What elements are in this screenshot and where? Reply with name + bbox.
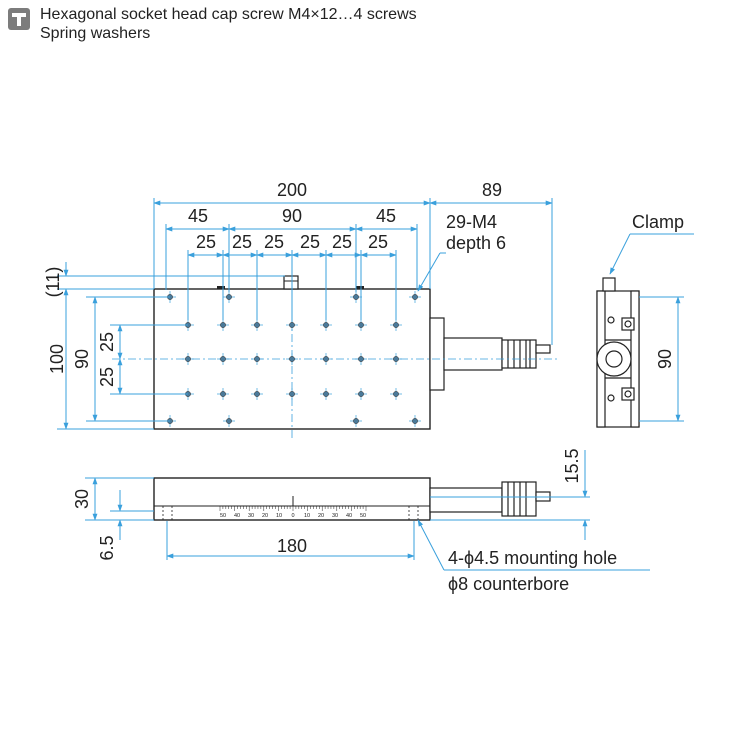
dim-side-90: 90 [655,349,675,369]
tapped-hole [223,291,235,303]
tapped-hole [320,353,332,365]
scale-label: 40 [346,513,352,519]
dim-total-width: 200 [277,180,307,200]
dim-pitch-25-d: 25 [300,232,320,252]
dim-height-30: 30 [72,489,92,509]
dim-counterbore: ϕ8 counterbore [448,574,569,594]
tapped-hole [390,353,402,365]
tapped-hole [182,353,194,365]
dim-left-45: 45 [188,206,208,226]
dim-pitch-25-b: 25 [232,232,252,252]
tapped-hole [251,388,263,400]
top-clamp-screw [283,275,299,290]
scale-label: 40 [234,513,240,519]
tapped-hole [350,415,362,427]
front-view: 50 40 30 20 10 0 10 20 30 40 50 [153,477,551,521]
dim-v25-top: 25 [97,332,117,352]
accessory-note: Hexagonal socket head cap screw M4×12…4 … [8,4,708,44]
tapped-hole [286,319,298,331]
dim-base-180: 180 [277,536,307,556]
tapped-hole [355,388,367,400]
scale-label: 50 [360,513,366,519]
dim-v25-bottom: 25 [97,367,117,387]
mounting-hole-leader [417,519,445,571]
tapped-hole [251,319,263,331]
scale-label: 10 [304,513,310,519]
tapped-hole [217,353,229,365]
tapped-hole [320,319,332,331]
top-view [112,270,560,440]
tapped-hole [217,319,229,331]
dim-pitch-25-a: 25 [196,232,216,252]
side-view [596,277,640,428]
tapped-hole [355,319,367,331]
taps-leader [417,252,441,292]
dim-bottom-6-5: 6.5 [97,535,117,560]
dim-holes-note: 4-ϕ4.5 mounting hole [448,548,617,568]
tapped-hole [320,388,332,400]
dim-pitch-25-f: 25 [368,232,388,252]
dim-extension: 89 [482,180,502,200]
tapped-hole [217,388,229,400]
dim-height-100: 100 [47,344,67,374]
scale-label: 20 [318,513,324,519]
tapped-hole [223,415,235,427]
travel-scale: 50 40 30 20 10 0 10 20 30 40 50 [219,506,367,519]
top-micrometer [429,317,551,391]
scale-label: 30 [332,513,338,519]
dim-depth: depth 6 [446,233,506,253]
side-clamp-screw [602,277,616,292]
dim-pitch-25-c: 25 [264,232,284,252]
tapped-hole [409,291,421,303]
scale-label: 20 [262,513,268,519]
scale-label: 30 [248,513,254,519]
dim-top-11: (11) [43,267,63,298]
dim-right-45: 45 [376,206,396,226]
dim-clamp: Clamp [632,212,684,232]
accessory-screws-text: Hexagonal socket head cap screw M4×12…4 … [40,6,417,23]
scale-label: 0 [291,513,294,519]
dim-height-90: 90 [72,349,92,369]
tapped-hole [390,388,402,400]
scale-label: 50 [220,513,226,519]
front-body [153,477,431,521]
dim-mid-90: 90 [282,206,302,226]
dim-taps: 29-M4 [446,212,497,232]
tapped-hole [350,291,362,303]
clamp-leader [609,233,631,275]
tapped-hole [286,388,298,400]
accessory-box-icon [8,8,30,30]
accessory-washers-text: Spring washers [40,25,151,42]
tapped-hole [355,353,367,365]
tapped-hole [409,415,421,427]
front-micrometer [429,481,551,517]
dimension-lines [57,198,694,571]
tapped-hole [286,353,298,365]
dim-pitch-25-e: 25 [332,232,352,252]
dimension-labels: 200 89 45 90 45 25 25 25 25 25 25 29-M4 … [43,180,684,594]
dim-right-15-5: 15.5 [562,448,582,483]
scale-label: 10 [276,513,282,519]
tapped-hole [251,353,263,365]
tapped-hole [390,319,402,331]
